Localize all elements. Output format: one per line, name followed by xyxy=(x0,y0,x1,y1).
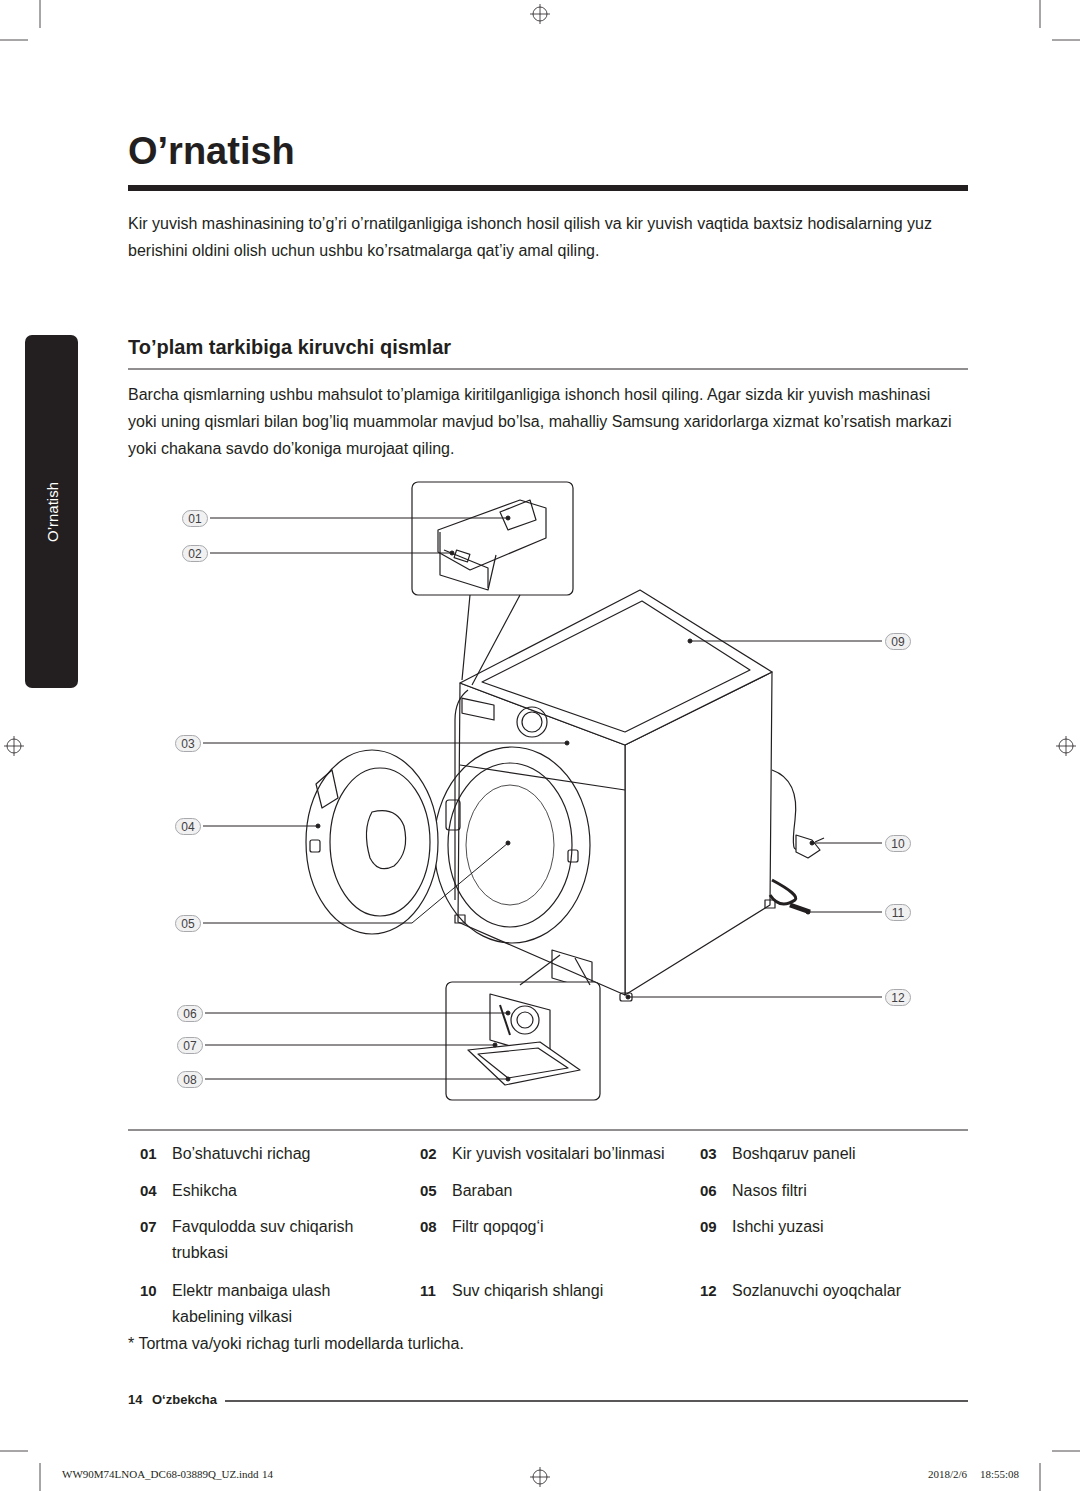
leader-lines xyxy=(203,516,882,1081)
footer-rule xyxy=(225,1400,968,1402)
footnote: * Tortma va/yoki richag turli modellarda… xyxy=(128,1335,464,1353)
part-number: 09 xyxy=(700,1216,717,1238)
print-date: 2018/2/6 xyxy=(928,1468,967,1480)
part-name: Kir yuvish vositalari bo’linmasi xyxy=(452,1141,692,1167)
list-rule xyxy=(128,1130,968,1131)
part-name: Baraban xyxy=(452,1178,692,1204)
callout-number: 09 xyxy=(885,633,911,650)
part-number: 12 xyxy=(700,1280,717,1302)
part-name: Eshikcha xyxy=(172,1178,372,1204)
part-number: 07 xyxy=(140,1216,157,1238)
part-name: Bo’shatuvchi richag xyxy=(172,1141,372,1167)
section-heading: To’plam tarkibiga kiruvchi qismlar xyxy=(128,336,451,359)
callout-number: 05 xyxy=(175,915,201,932)
part-name: Ishchi yuzasi xyxy=(732,1214,962,1240)
language-name: O‘zbekcha xyxy=(152,1392,217,1407)
callout-number: 01 xyxy=(182,510,208,527)
title-rule xyxy=(128,185,968,191)
part-number: 06 xyxy=(700,1180,717,1202)
callout-number: 06 xyxy=(177,1005,203,1022)
file-name: WW90M74LNOA_DC68-03889Q_UZ.indd xyxy=(62,1468,258,1480)
intro-paragraph: Kir yuvish mashinasining to’g’ri o’rnati… xyxy=(128,210,963,264)
page-number: 14 xyxy=(128,1392,142,1407)
side-tab xyxy=(25,335,78,688)
part-number: 04 xyxy=(140,1180,157,1202)
part-number: 10 xyxy=(140,1280,157,1302)
part-number: 03 xyxy=(700,1143,717,1165)
section-rule xyxy=(128,369,968,370)
callout-number: 11 xyxy=(885,904,911,921)
part-number: 02 xyxy=(420,1143,437,1165)
callout-number: 02 xyxy=(182,545,208,562)
part-name: Favqulodda suv chiqarish trubkasi xyxy=(172,1214,372,1266)
file-page: 14 xyxy=(262,1468,273,1480)
part-name: Sozlanuvchi oyoqchalar xyxy=(732,1278,962,1304)
part-number: 08 xyxy=(420,1216,437,1238)
part-number: 11 xyxy=(420,1280,436,1302)
part-name: Elektr manbaiga ulash kabelining vilkasi xyxy=(172,1278,372,1330)
callout-number: 08 xyxy=(177,1071,203,1088)
part-name: Suv chiqarish shlangi xyxy=(452,1278,692,1304)
washing-machine xyxy=(306,482,824,1100)
tab-label: O’rnatish xyxy=(43,481,60,541)
part-name: Boshqaruv paneli xyxy=(732,1141,962,1167)
part-number: 01 xyxy=(140,1143,157,1165)
callout-number: 07 xyxy=(177,1037,203,1054)
callout-number: 03 xyxy=(175,735,201,752)
print-time: 18:55:08 xyxy=(980,1468,1019,1480)
body-paragraph: Barcha qismlarning ushbu mahsulot to’pla… xyxy=(128,381,963,462)
part-name: Filtr qopqog‘i xyxy=(452,1214,692,1240)
part-number: 05 xyxy=(420,1180,437,1202)
callout-number: 10 xyxy=(885,835,911,852)
side-tab: O’rnatish xyxy=(25,335,78,688)
part-name: Nasos filtri xyxy=(732,1178,962,1204)
callout-number: 04 xyxy=(175,818,201,835)
page-title: O’rnatish xyxy=(128,128,295,174)
callout-number: 12 xyxy=(885,989,911,1006)
